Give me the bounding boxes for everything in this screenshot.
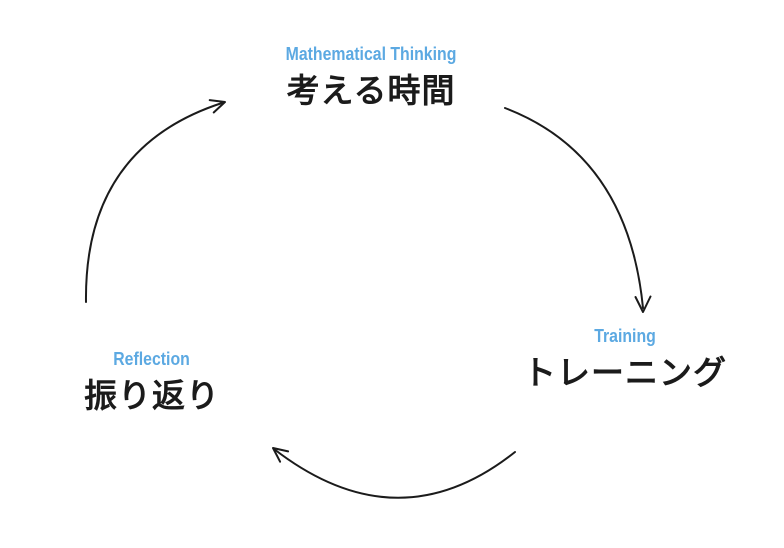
node-reflection: Reflection 振り返り <box>84 349 220 414</box>
node-label-en: Mathematical Thinking <box>285 44 457 64</box>
node-label-ja: トレーニング <box>523 353 727 392</box>
arrow-training-to-reflection <box>272 447 516 499</box>
node-label-ja: 振り返り <box>84 376 220 415</box>
node-label-ja: 考える時間 <box>286 71 456 110</box>
node-label-en: Training <box>594 326 656 346</box>
arrow-head-icon <box>634 295 652 313</box>
arrow-curve <box>84 102 223 303</box>
arrow-reflection-to-mathematical-thinking <box>84 99 226 303</box>
arrow-curve <box>504 107 644 309</box>
node-mathematical-thinking: Mathematical Thinking 考える時間 <box>274 44 468 109</box>
node-label-en: Reflection <box>113 349 191 369</box>
arrow-head-icon <box>208 99 226 114</box>
arrow-head-icon <box>272 447 290 463</box>
node-training: Training トレーニング <box>523 326 727 391</box>
arrow-mathematical-thinking-to-training <box>504 107 652 313</box>
arrow-curve <box>273 448 516 499</box>
